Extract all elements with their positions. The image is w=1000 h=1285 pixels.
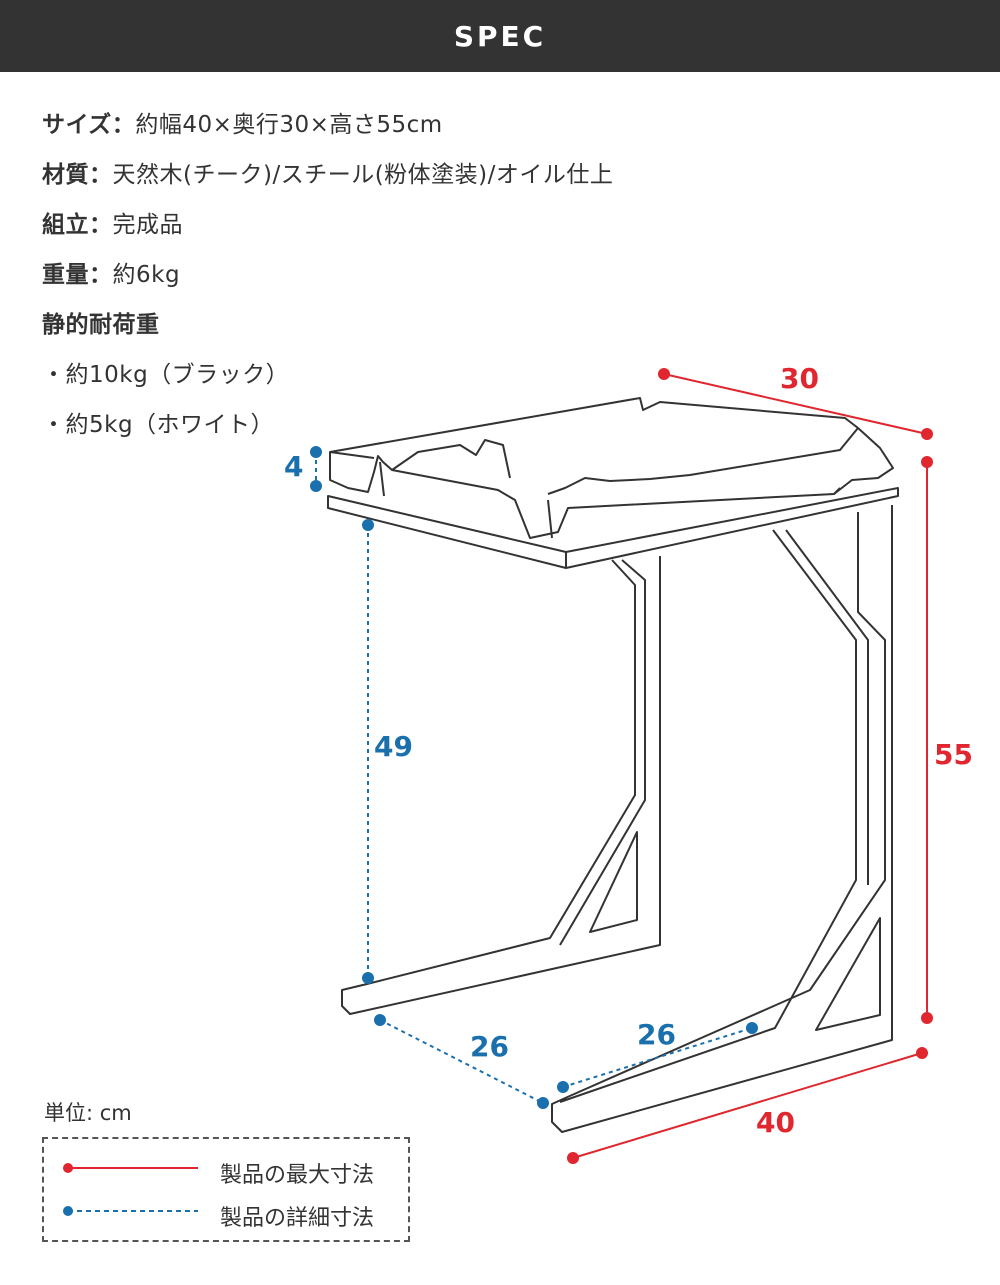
steel-top-frame — [327, 487, 899, 569]
thickness-detail-dot-end — [310, 480, 322, 492]
spec-material: 材質：天然木(チーク)/スチール(粉体塗装)/オイル仕上 — [42, 155, 613, 189]
spec-assembly-value: 完成品 — [112, 212, 183, 238]
spec-weight: 重量：約6kg — [42, 255, 180, 289]
dim-width-total: 40 — [756, 1106, 795, 1139]
rear-leg-triangle — [815, 917, 881, 1031]
legend-max-label: 製品の最大寸法 — [220, 1163, 375, 1188]
spec-material-value: 天然木(チーク)/スチール(粉体塗装)/オイル仕上 — [112, 162, 614, 188]
max-dimension-lines — [567, 368, 933, 1164]
depth-max-line — [663, 373, 928, 435]
width-max-dot-end — [916, 1047, 928, 1059]
wood-top-edge — [329, 427, 859, 495]
spec-load-label: 静的耐荷重 — [42, 312, 160, 338]
front-leg-triangle — [589, 831, 638, 933]
height-detail-dot-start — [362, 519, 374, 531]
width-max-line — [572, 1052, 923, 1159]
spec-load-black: ・約10kg（ブラック） — [42, 355, 289, 389]
dim-top-thickness: 4 — [284, 450, 304, 483]
width-max-dot-start — [567, 1152, 579, 1164]
legend-row-max: 製品の最大寸法 — [44, 1151, 412, 1191]
dim-height-total: 55 — [934, 738, 973, 771]
depth-max-dot-end — [921, 428, 933, 440]
spec-load-black-value: ・約10kg（ブラック） — [42, 362, 290, 388]
table-line-drawing — [327, 397, 899, 1133]
height-max-dot-end — [921, 1012, 933, 1024]
spec-weight-value: 約6kg — [112, 262, 181, 288]
base-width-detail-dot-end — [746, 1022, 758, 1034]
legend-row-detail: 製品の詳細寸法 — [44, 1194, 412, 1234]
dim-height-under-top: 49 — [374, 730, 413, 763]
spec-assembly: 組立：完成品 — [42, 205, 183, 239]
legend-detail-dot — [63, 1206, 73, 1216]
header-bar: SPEC — [0, 0, 1000, 72]
spec-weight-label: 重量： — [42, 262, 113, 288]
height-max-dot-start — [921, 456, 933, 468]
base-width-detail-line — [562, 1027, 753, 1088]
legend-max-dot — [63, 1163, 73, 1173]
dim-base-width: 26 — [637, 1018, 676, 1051]
thickness-detail-dot-start — [310, 446, 322, 458]
legend-marks — [63, 1163, 198, 1216]
wood-top-grain — [379, 461, 841, 539]
spec-material-label: 材質： — [42, 162, 113, 188]
spec-load-white: ・約5kg（ホワイト） — [42, 405, 274, 439]
front-leg — [341, 556, 661, 1015]
dim-depth-total: 30 — [780, 362, 819, 395]
base-width-detail-dot-start — [557, 1081, 569, 1093]
height-detail-dot-end — [362, 972, 374, 984]
spec-size-label: サイズ： — [42, 112, 136, 138]
spec-load: 静的耐荷重 — [42, 305, 160, 339]
detail-dimension-lines — [310, 446, 758, 1109]
spec-load-white-value: ・約5kg（ホワイト） — [42, 412, 275, 438]
page-title: SPEC — [453, 19, 547, 53]
dim-base-depth: 26 — [470, 1030, 509, 1063]
base-depth-detail-line — [379, 1019, 544, 1104]
spec-size: サイズ：約幅40×奥行30×高さ55cm — [42, 105, 443, 139]
base-depth-detail-dot-start — [374, 1014, 386, 1026]
unit-label: 単位: cm — [44, 1101, 132, 1125]
rear-leg — [551, 505, 893, 1133]
spec-assembly-label: 組立： — [42, 212, 113, 238]
legend-box: 製品の最大寸法 製品の詳細寸法 — [42, 1137, 410, 1242]
spec-size-value: 約幅40×奥行30×高さ55cm — [135, 112, 443, 138]
legend-detail-label: 製品の詳細寸法 — [220, 1206, 375, 1231]
base-depth-detail-dot-end — [537, 1097, 549, 1109]
wood-top — [329, 397, 894, 539]
depth-max-dot-start — [658, 368, 670, 380]
